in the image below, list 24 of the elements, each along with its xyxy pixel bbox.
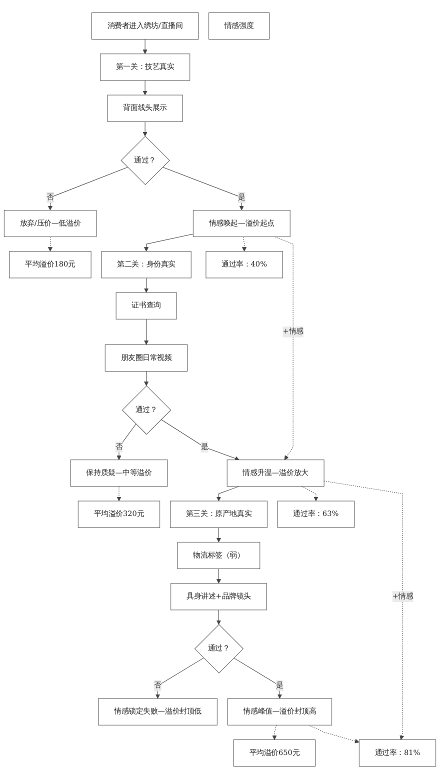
arrow — [160, 419, 240, 461]
arrow — [142, 80, 148, 96]
arrow — [142, 39, 148, 54]
arrow — [324, 480, 404, 740]
arrow — [242, 236, 247, 252]
arrow — [234, 658, 282, 699]
arrow — [301, 486, 318, 502]
arrow — [144, 278, 149, 293]
arrow — [144, 318, 149, 345]
arrow — [162, 166, 244, 210]
arrow — [155, 658, 204, 699]
arrow — [216, 610, 222, 625]
arrow — [116, 486, 122, 502]
arrow — [272, 724, 277, 740]
arrow — [142, 121, 148, 136]
arrow — [144, 234, 194, 252]
arrow — [144, 371, 149, 386]
arrow — [216, 486, 240, 502]
arrow — [216, 568, 222, 584]
arrow — [48, 236, 52, 252]
arrow — [274, 236, 294, 460]
arrow — [216, 527, 222, 542]
arrow — [48, 167, 128, 210]
arrow — [308, 724, 360, 744]
